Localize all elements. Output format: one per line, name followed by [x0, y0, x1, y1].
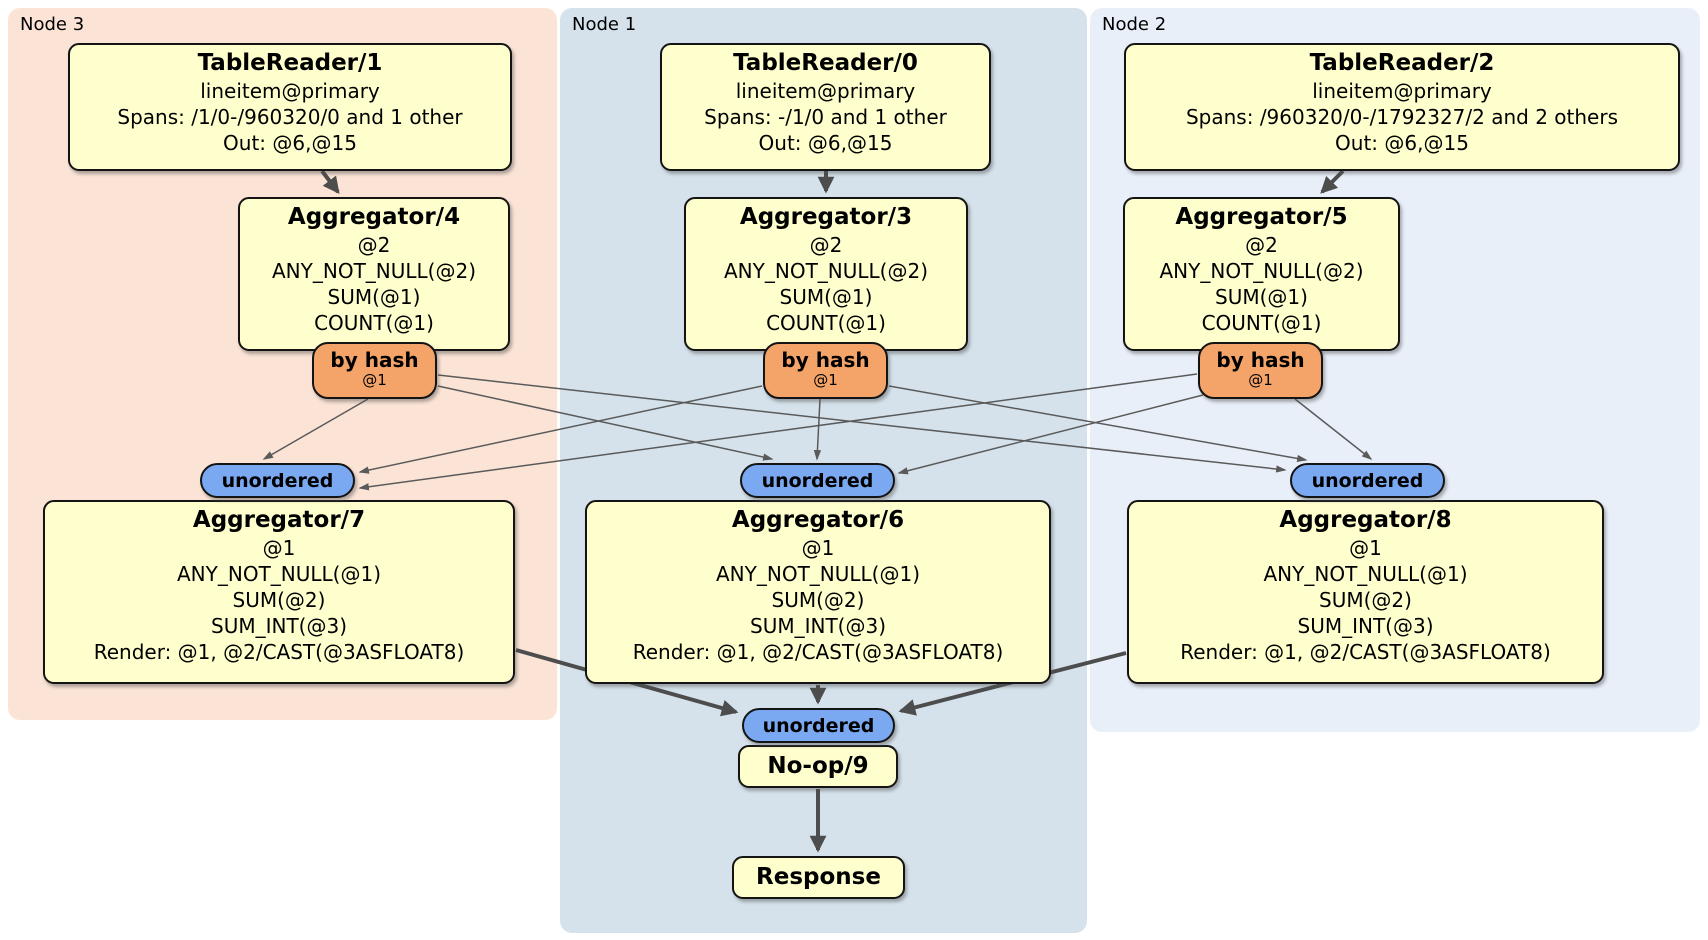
router-hash-columns: @1 — [1248, 371, 1273, 389]
processor-detail-aggregator-5-3: COUNT(@1) — [1201, 311, 1322, 335]
processor-detail-aggregator-6-0: @1 — [801, 536, 835, 560]
processor-detail-aggregator-4-1: ANY_NOT_NULL(@2) — [272, 259, 476, 283]
processor-title-tablereader-1: TableReader/1 — [197, 50, 383, 76]
sync-node-3-unordered-sync: unordered — [200, 463, 355, 498]
sync-final-unordered-sync: unordered — [742, 708, 895, 743]
router-label: by hash — [781, 348, 870, 372]
processor-detail-tablereader-2-0: lineitem@primary — [1312, 79, 1492, 103]
processor-title-aggregator-3: Aggregator/3 — [739, 204, 913, 230]
processor-detail-aggregator-5-0: @2 — [1245, 233, 1278, 257]
processor-detail-aggregator-3-1: ANY_NOT_NULL(@2) — [724, 259, 928, 283]
processor-title-aggregator-4: Aggregator/4 — [287, 204, 461, 230]
processor-detail-aggregator-5-2: SUM(@1) — [1215, 285, 1308, 309]
processor-detail-aggregator-6-2: SUM(@2) — [771, 588, 865, 612]
processor-detail-aggregator-7-3: SUM_INT(@3) — [211, 614, 347, 638]
router-hash-columns: @1 — [813, 371, 838, 389]
processor-title-response: Response — [756, 864, 881, 890]
processor-detail-tablereader-2-2: Out: @6,@15 — [1335, 131, 1469, 155]
processor-title-tablereader-0: TableReader/0 — [733, 50, 918, 76]
processor-detail-aggregator-4-0: @2 — [357, 233, 391, 257]
processor-detail-aggregator-7-2: SUM(@2) — [232, 588, 326, 612]
processor-title-aggregator-6: Aggregator/6 — [731, 507, 905, 533]
processor-detail-tablereader-0-2: Out: @6,@15 — [758, 131, 893, 155]
region-label-node-1: Node 1 — [572, 14, 637, 35]
processor-title-tablereader-2: TableReader/2 — [1309, 50, 1495, 76]
processor-detail-aggregator-5-1: ANY_NOT_NULL(@2) — [1159, 259, 1364, 283]
processor-box-no-op-9: No-op/9 — [738, 745, 898, 788]
processor-detail-aggregator-7-0: @1 — [262, 536, 296, 560]
processor-detail-aggregator-6-4: Render: @1, @2/CAST(@3ASFLOAT8) — [632, 640, 1004, 664]
router-node-3-by-hash-router: by hash@1 — [312, 342, 437, 399]
processor-detail-aggregator-7-1: ANY_NOT_NULL(@1) — [177, 562, 381, 586]
processor-title-aggregator-5: Aggregator/5 — [1175, 204, 1348, 230]
processor-detail-tablereader-0-0: lineitem@primary — [735, 79, 916, 103]
processor-title-aggregator-8: Aggregator/8 — [1279, 507, 1452, 533]
router-hash-columns: @1 — [362, 371, 387, 389]
processor-detail-aggregator-3-2: SUM(@1) — [779, 285, 873, 309]
processor-detail-tablereader-1-0: lineitem@primary — [200, 79, 380, 103]
processor-detail-tablereader-1-1: Spans: /1/0-/960320/0 and 1 other — [117, 105, 463, 129]
processor-title-aggregator-7: Aggregator/7 — [192, 507, 366, 533]
processor-detail-tablereader-0-1: Spans: -/1/0 and 1 other — [704, 105, 947, 129]
processor-detail-aggregator-4-2: SUM(@1) — [327, 285, 421, 309]
router-node-1-by-hash-router: by hash@1 — [763, 342, 888, 399]
processor-detail-aggregator-6-3: SUM_INT(@3) — [750, 614, 886, 638]
region-label-node-2: Node 2 — [1102, 14, 1167, 35]
router-label: by hash — [1216, 348, 1305, 372]
processor-detail-tablereader-1-2: Out: @6,@15 — [223, 131, 357, 155]
processor-detail-aggregator-8-3: SUM_INT(@3) — [1297, 614, 1434, 638]
processor-detail-aggregator-8-4: Render: @1, @2/CAST(@3ASFLOAT8) — [1180, 640, 1551, 664]
processor-detail-aggregator-6-1: ANY_NOT_NULL(@1) — [716, 562, 920, 586]
processor-detail-aggregator-7-4: Render: @1, @2/CAST(@3ASFLOAT8) — [93, 640, 465, 664]
processor-title-no-op-9: No-op/9 — [767, 753, 869, 779]
processor-detail-aggregator-8-2: SUM(@2) — [1319, 588, 1412, 612]
region-label-node-3: Node 3 — [20, 14, 85, 35]
processor-detail-aggregator-3-3: COUNT(@1) — [766, 311, 886, 335]
processor-detail-aggregator-3-0: @2 — [809, 233, 843, 257]
router-node-2-by-hash-router: by hash@1 — [1198, 342, 1323, 399]
processor-detail-tablereader-2-1: Spans: /960320/0-/1792327/2 and 2 others — [1185, 105, 1618, 129]
processor-box-response: Response — [732, 856, 905, 899]
processor-detail-aggregator-8-0: @1 — [1349, 536, 1382, 560]
processor-detail-aggregator-4-3: COUNT(@1) — [314, 311, 434, 335]
sync-node-2-unordered-sync: unordered — [1290, 463, 1445, 498]
processor-detail-aggregator-8-1: ANY_NOT_NULL(@1) — [1263, 562, 1468, 586]
router-label: by hash — [330, 348, 419, 372]
sync-node-1-unordered-sync: unordered — [740, 463, 895, 498]
